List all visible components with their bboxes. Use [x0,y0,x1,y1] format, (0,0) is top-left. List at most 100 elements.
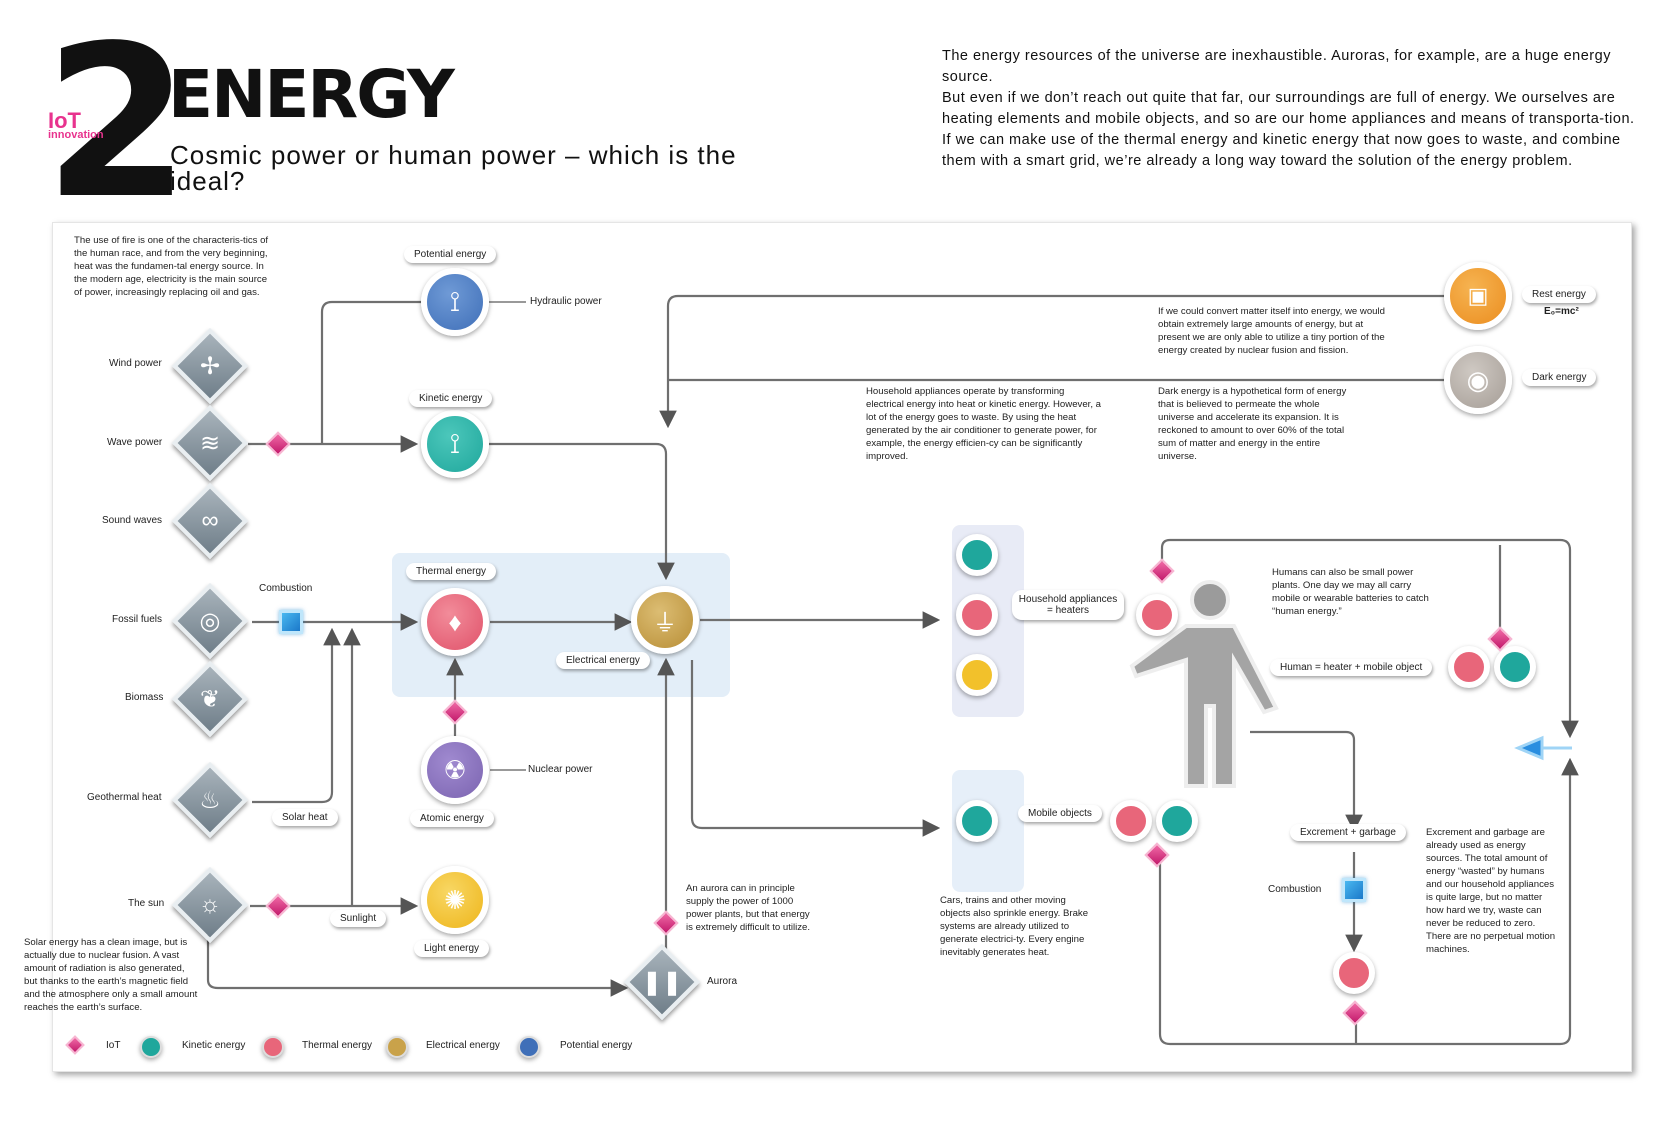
line-geothermal [252,627,341,804]
household-kinetic-dot [956,534,998,576]
human-thermal-out [1448,646,1490,688]
human-label: Human = heater + mobile object [1270,659,1433,676]
source-wind-label: Wind power [109,358,162,369]
combustion-marker [279,610,303,634]
intro-paragraph: The energy resources of the universe are… [942,48,1611,85]
page-title: ENERGY [168,56,455,133]
line-wave-potential [320,300,424,444]
chapter-number: 2 [44,0,190,245]
line-sun-aurora [206,935,629,997]
kinetic-energy-label: Kinetic energy [409,390,493,407]
dark-energy-node [1444,346,1512,414]
legend-thermal-swatch [262,1036,284,1058]
potential-energy-label: Potential energy [404,246,497,263]
combustion2-marker [1342,878,1366,902]
sound-waves-icon: ∞ [201,507,219,534]
nuclear-power-label: Nuclear power [528,764,593,775]
blue-return-arrow [1514,735,1572,761]
legend-electrical-label: Electrical energy [426,1040,500,1051]
note-fire: The use of fire is one of the characteri… [74,235,269,298]
electrical-energy-node [631,586,699,654]
fossil-fuels-icon: ◎ [199,607,221,635]
legend-kinetic-swatch [140,1036,162,1058]
household-label-text: Household appliances = heaters [1018,594,1118,616]
wind-icon: ✢ [199,352,221,380]
source-biomass-label: Biomass [125,692,164,703]
human-kinetic-out [1494,646,1536,688]
branch-icon: ⟟ [449,427,461,459]
rest-energy-label: Rest energy [1522,286,1596,303]
factory-icon: ♨ [199,786,221,814]
sunburst-icon: ✺ [444,884,466,915]
light-energy-label: Light energy [414,940,490,957]
radiation-icon: ☢ [443,754,467,785]
dark-energy-label: Dark energy [1522,369,1597,386]
diagram-panel [52,222,1632,1072]
line-bottom-loop [1158,757,1579,1046]
flame-icon: ♦ [448,606,462,637]
line-rest [659,294,1456,429]
source-sun-label: The sun [128,898,165,909]
household-label: Household appliances = heaters [1012,590,1124,620]
household-thermal-dot [956,594,998,636]
mobile-kinetic-out [1156,800,1198,842]
sun-icon: ☼ [199,891,221,918]
electrical-energy-label: Electrical energy [556,652,650,669]
combustion-label: Combustion [259,583,313,594]
potential-energy-node [421,268,489,336]
wave-icon: ≋ [199,429,221,457]
badge-sub: innovation [48,129,104,141]
line-electrical-mobile [690,660,941,837]
legend-potential-swatch [518,1036,540,1058]
branch-icon: ⟟ [449,285,461,317]
human-thermal-dot [1136,594,1178,636]
rest-energy-formula: E₀=mc² [1544,306,1579,317]
sunlight-label: Sunlight [330,910,387,927]
household-light-dot [956,654,998,696]
note-excrement: Excrement and garbage are already used a… [1426,827,1556,955]
note-aurora: An aurora can in principle supply the po… [686,883,811,933]
legend-kinetic-label: Kinetic energy [182,1040,246,1051]
aurora-icon: ❚❚ [641,968,683,996]
legend-iot-label: IoT [106,1040,121,1051]
atomic-energy-label: Atomic energy [410,810,494,827]
thermal-energy-label: Thermal energy [406,563,497,580]
combustion2-label: Combustion [1268,884,1322,895]
kinetic-energy-node [421,410,489,478]
source-geothermal-label: Geothermal heat [87,792,162,803]
legend-thermal-label: Thermal energy [302,1040,373,1051]
note-human: Humans can also be small power plants. O… [1272,567,1429,617]
mobile-kinetic-dot [956,800,998,842]
light-energy-node [421,866,489,934]
note-cars: Cars, trains and other moving objects al… [940,895,1089,958]
rest-energy-node [1444,262,1512,330]
mobile-thermal-out [1110,800,1152,842]
source-wave-label: Wave power [107,437,163,448]
intro-paragraph: But even if we don’t reach out quite tha… [942,90,1635,127]
legend-potential-label: Potential energy [560,1040,633,1051]
target-icon: ◉ [1466,364,1490,395]
badge-main: IoT [48,108,81,133]
note-dark: Dark energy is a hypothetical form of en… [1158,386,1347,462]
hydraulic-label: Hydraulic power [530,296,602,307]
page-subtitle: Cosmic power or human power – which is t… [170,140,737,196]
note-solar: Solar energy has a clean image, but is a… [24,937,198,1013]
pause-box-icon: ▣ [1467,283,1489,308]
note-matter: If we could convert matter itself into e… [1158,306,1385,356]
line-excrement [1250,730,1363,833]
mobile-objects-label: Mobile objects [1018,805,1102,822]
excrement-label: Excrement + garbage [1290,824,1406,841]
source-sound-label: Sound waves [102,515,163,526]
excrement-thermal-dot [1333,952,1375,994]
line-kinetic-electrical [486,442,675,581]
iot-innovation-badge: IoT innovation [48,110,104,141]
solar-heat-label: Solar heat [272,809,338,826]
legend-electrical-swatch [386,1036,408,1058]
intro-paragraph: If we can make use of the thermal energy… [942,132,1621,169]
human-figure-icon [1129,580,1279,788]
note-household: Household appliances operate by transfor… [866,386,1101,462]
source-fossil-label: Fossil fuels [112,614,163,625]
plug-icon: ⏚ [653,609,677,637]
intro-text: The energy resources of the universe are… [942,46,1642,172]
